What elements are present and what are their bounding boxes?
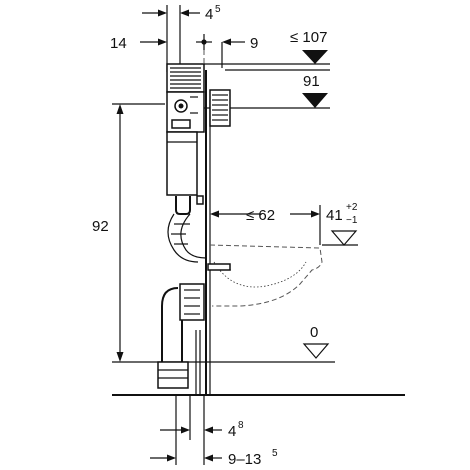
top-block-hatching <box>170 67 201 89</box>
bottom-range-dimension: 9–13 5 <box>150 395 278 468</box>
height-92-label: 92 <box>92 218 109 235</box>
bowl-height-tol-minus: −1 <box>346 215 358 226</box>
left-width-label: 14 <box>110 35 127 52</box>
height-92-dimension: 92 <box>92 103 165 362</box>
floor-level-marker: 0 <box>302 324 330 359</box>
toilet-bowl-outline <box>207 244 323 307</box>
right-width-dimension: 9 <box>221 35 258 68</box>
height-max-marker: ≤ 107 <box>204 29 330 65</box>
wall-plate-hatching <box>212 94 228 121</box>
top-offset-superscript: 5 <box>215 4 221 15</box>
height-91-label: 91 <box>303 73 320 90</box>
bowl-depth-label: ≤ 62 <box>246 207 275 224</box>
frame-assembly <box>157 63 231 396</box>
left-width-dimension: 14 <box>110 35 167 52</box>
bottom-offset-superscript: 8 <box>238 420 244 431</box>
bowl-height-tol-plus: +2 <box>346 202 358 213</box>
floor-level-label: 0 <box>310 324 318 341</box>
bowl-height-label: 41 <box>326 207 343 224</box>
height-max-label: ≤ 107 <box>290 29 327 46</box>
bottom-offset-dimension: 4 8 <box>160 395 244 465</box>
bowl-depth-dimension: ≤ 62 <box>210 205 321 245</box>
bottom-offset-label: 4 <box>228 423 236 440</box>
bottom-range-superscript: 5 <box>272 448 278 459</box>
bottom-range-label: 9–13 <box>228 451 261 468</box>
bowl-height-marker: 41 +2 −1 <box>322 202 358 246</box>
top-offset-label: 4 <box>205 6 213 23</box>
right-width-label: 9 <box>250 35 258 52</box>
